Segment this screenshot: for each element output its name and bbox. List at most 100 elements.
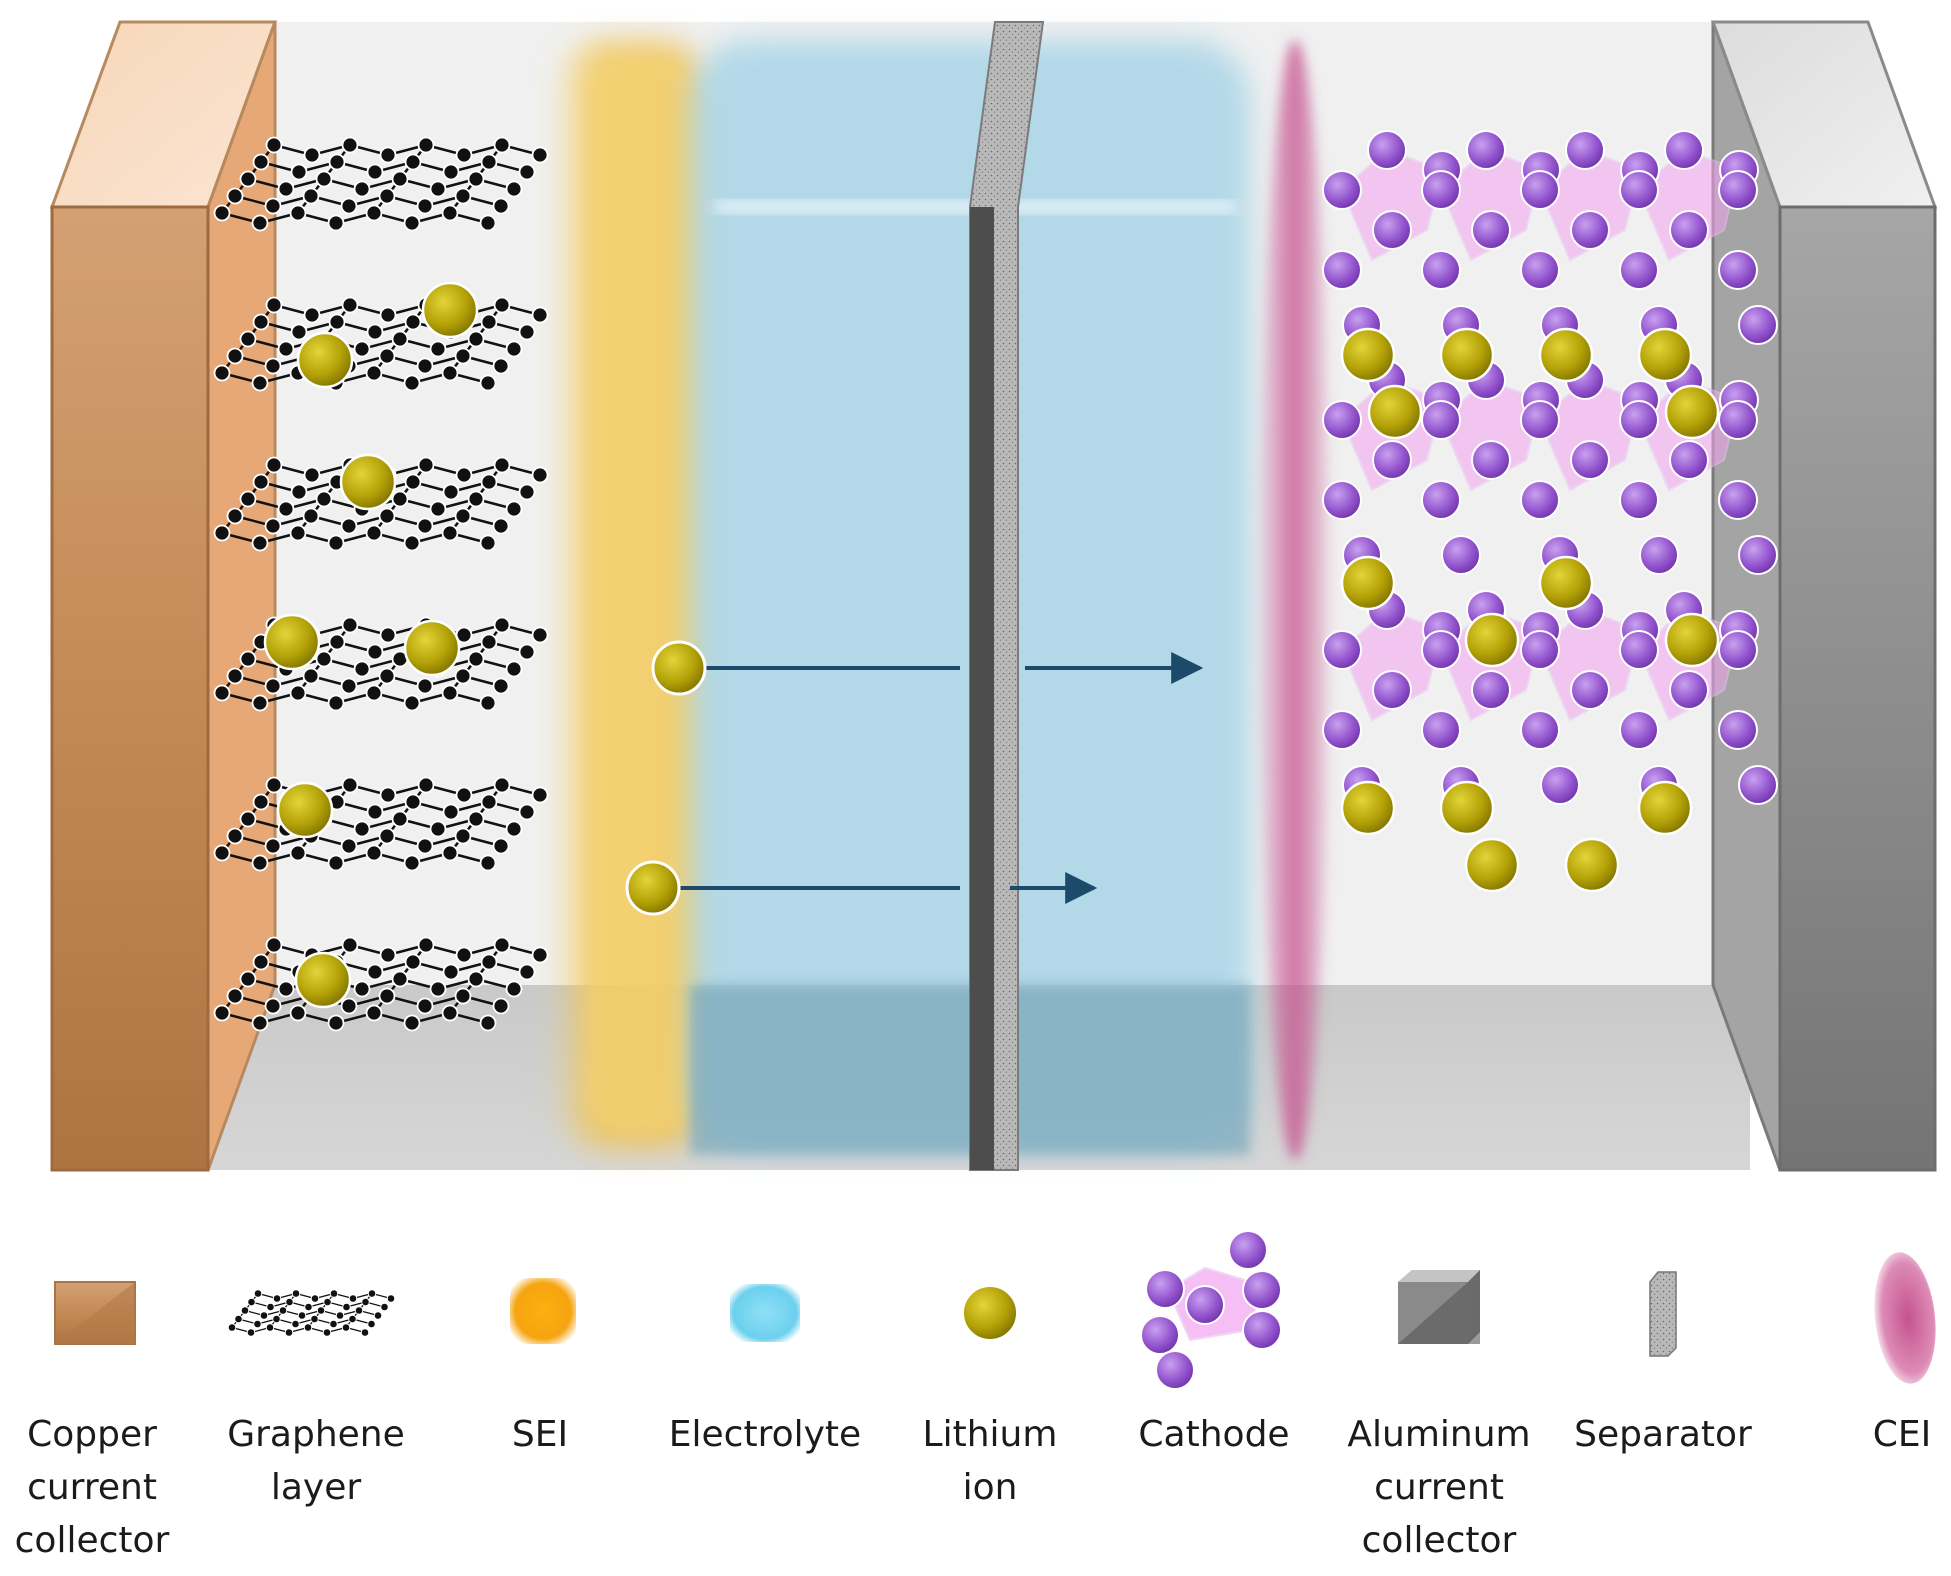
carbon-atom [441,524,459,542]
cathode-atom [1322,630,1362,670]
carbon-atom [404,953,422,971]
carbon-atom [353,820,371,838]
carbon-atom [455,946,473,964]
separator-legend-icon [1649,1271,1677,1357]
carbon-atom [297,1311,307,1320]
carbon-atom [272,1294,282,1303]
carbon-atom [315,650,333,668]
carbon-atom [277,340,295,358]
cathode-atom [1718,630,1758,670]
cathode-atom [1421,710,1461,750]
carbon-atom [480,313,498,331]
carbon-atom [404,313,422,331]
cathode-atom [1738,305,1778,345]
carbon-atom [265,1323,275,1332]
carbon-atom [290,323,308,341]
aluminum-current-collector [1710,20,1938,1172]
carbon-atom [290,483,308,501]
cathode-atom [1619,710,1659,750]
copper-current-collector [49,20,278,1172]
carbon-atom [290,163,308,181]
carbon-atom [327,534,345,552]
cathode-atom [1520,480,1560,520]
carbon-atom [213,1004,231,1022]
carbon-atom [340,677,358,695]
carbon-atom [518,803,536,821]
cathode-atom [1322,480,1362,520]
lithium-ion [1664,384,1720,440]
carbon-atom [213,524,231,542]
carbon-atom [531,466,549,484]
carbon-atom [492,517,510,535]
graphene-sheet [213,136,549,232]
carbon-atom [365,684,383,702]
carbon-atom [365,844,383,862]
carbon-atom [454,987,472,1005]
lithium-ion [1464,837,1520,893]
carbon-atom [416,197,434,215]
carbon-atom [367,1289,377,1298]
lithium-ion [625,860,681,916]
carbon-atom [329,1289,339,1298]
carbon-atom [442,803,460,821]
lithium-ion [1367,384,1423,440]
legend-icons [54,1230,1936,1390]
carbon-atom [265,456,283,474]
cathode-atom [1466,130,1506,170]
carbon-atom [342,1302,351,1312]
carbon-atom [492,197,510,215]
carbon-atom [226,827,244,845]
legend-label-sei: SEI [511,1414,569,1455]
carbon-atom [404,473,422,491]
carbon-atom [302,667,320,685]
cathode-atom [1738,765,1778,805]
carbon-atom [365,364,383,382]
sei-legend-icon [510,1278,576,1344]
carbon-atom [441,844,459,862]
copper-front-face [50,205,210,1172]
carbon-atom [340,837,358,855]
carbon-atom [403,214,421,232]
carbon-atom [327,1014,345,1032]
carbon-atom [467,810,485,828]
carbon-atom [367,1319,376,1329]
carbon-atom [353,180,371,198]
legend-label-aluminum: Aluminum current collector [1347,1414,1531,1561]
carbon-atom [379,146,397,164]
carbon-atom [251,534,269,552]
carbon-atom [226,187,244,205]
carbon-atom [354,1306,364,1315]
carbon-atom [213,204,231,222]
carbon-atom [289,204,307,222]
carbon-atom [327,694,345,712]
lithium-ion [1637,327,1693,383]
lithium-ion [1439,327,1495,383]
carbon-atom [467,490,485,508]
carbon-atom [265,296,283,314]
carbon-atom [340,997,358,1015]
cathode-atom [1322,250,1362,290]
carbon-atom [403,854,421,872]
carbon-atom [531,946,549,964]
carbon-atom [455,786,473,804]
carbon-atom [322,1328,332,1337]
carbon-atom [289,1004,307,1022]
carbon-atom [380,1302,389,1312]
carbon-atom [365,1004,383,1022]
carbon-atom [226,667,244,685]
carbon-atom [505,500,523,518]
cathode-atom [1242,1270,1282,1310]
carbon-atom [531,626,549,644]
cathode-atom [1520,710,1560,750]
lithium-ion [1340,555,1396,611]
carbon-atom [327,214,345,232]
carbon-atom [441,684,459,702]
carbon-atom [252,953,270,971]
carbon-atom [467,970,485,988]
carbon-atom [239,170,257,188]
carbon-atom [479,694,497,712]
carbon-atom [492,837,510,855]
carbon-atom [391,330,409,348]
cathode-atom [1471,440,1511,480]
carbon-atom [492,997,510,1015]
